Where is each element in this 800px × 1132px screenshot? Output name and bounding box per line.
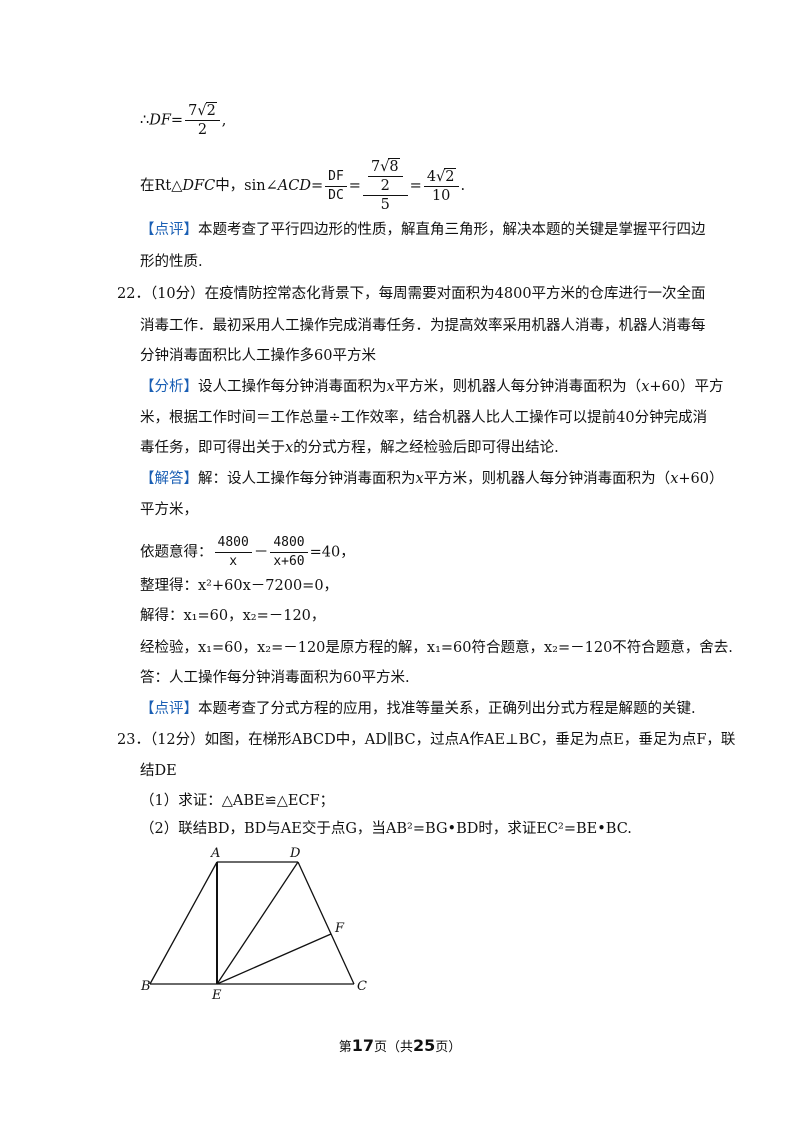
- label-e: E: [211, 988, 222, 1002]
- label-a: A: [210, 846, 220, 861]
- q22-line-3: 分钟消毒面积比人工操作多60平方米: [140, 348, 376, 364]
- page-footer: 第17页（共25页）: [338, 1036, 462, 1055]
- solution-line-2: 平方米，: [140, 502, 198, 518]
- label-f: F: [334, 921, 345, 936]
- analysis-line-3: 毒任务，即可得出关于x的分式方程，解之经检验后即可得出结论.: [140, 440, 559, 456]
- q23-part-2: （2）联结BD，BD与AE交于点G，当AB²=BG•BD时，求证EC²=BE•B…: [140, 821, 632, 837]
- comment-1-line-2: 形的性质.: [140, 254, 203, 270]
- analysis-line-2: 米，根据工作时间＝工作总量÷工作效率，结合机器人比人工操作可以提前40分钟完成消: [140, 410, 708, 426]
- comment-2-line: 【点评】本题考查了分式方程的应用，找准等量关系，正确列出分式方程是解题的关键.: [140, 701, 696, 717]
- solution-line-1: 【解答】解：设人工操作每分钟消毒面积为x平方米，则机器人每分钟消毒面积为（x+6…: [140, 471, 724, 487]
- comment-1-line-1: 【点评】本题考查了平行四边形的性质，解直角三角形，解决本题的关键是掌握平行四边: [140, 222, 706, 238]
- segment-ab: [149, 861, 218, 985]
- total-pages: 25: [413, 1036, 436, 1055]
- simplify-line: 整理得：x²+60x－7200=0，: [140, 578, 339, 594]
- analysis-tag: 【分析】: [140, 379, 198, 395]
- check-line: 经检验，x₁=60，x₂=－120是原方程的解，x₁=60符合题意，x₂=－12…: [140, 640, 733, 656]
- label-d: D: [289, 846, 301, 861]
- comment-tag: 【点评】: [140, 222, 198, 238]
- solution-tag: 【解答】: [140, 471, 198, 487]
- q22-line-2: 消毒工作．最初采用人工操作完成消毒任务．为提高效率采用机器人消毒，机器人消毒每: [140, 318, 706, 334]
- segment-dc: [297, 861, 355, 985]
- analysis-line-1: 【分析】设人工操作每分钟消毒面积为x平方米，则机器人每分钟消毒面积为（x+60）…: [140, 379, 724, 395]
- segment-ef: [216, 933, 332, 985]
- segment-de: [216, 861, 299, 985]
- page-number: 17: [351, 1036, 374, 1055]
- answer-line: 答：人工操作每分钟消毒面积为60平方米.: [140, 670, 410, 686]
- q23-line-1: 23．（12分）如图，在梯形ABCD中，AD∥BC，过点A作AE⊥BC，垂足为点…: [117, 732, 736, 748]
- label-b: B: [140, 979, 151, 994]
- solve-line: 解得：x₁=60，x₂=－120，: [140, 608, 326, 624]
- q23-part-1: （1）求证：△ABE≌△ECF；: [140, 793, 335, 809]
- q22-line-1: 22．（10分）在疫情防控常态化背景下，每周需要对面积为4800平方米的仓库进行…: [117, 286, 706, 302]
- label-c: C: [357, 979, 367, 994]
- var-df: DF: [149, 112, 171, 129]
- trapezoid-figure: A D F B E C: [140, 846, 367, 1002]
- comment-tag: 【点评】: [140, 701, 198, 717]
- q23-line-2: 结DE: [140, 763, 177, 779]
